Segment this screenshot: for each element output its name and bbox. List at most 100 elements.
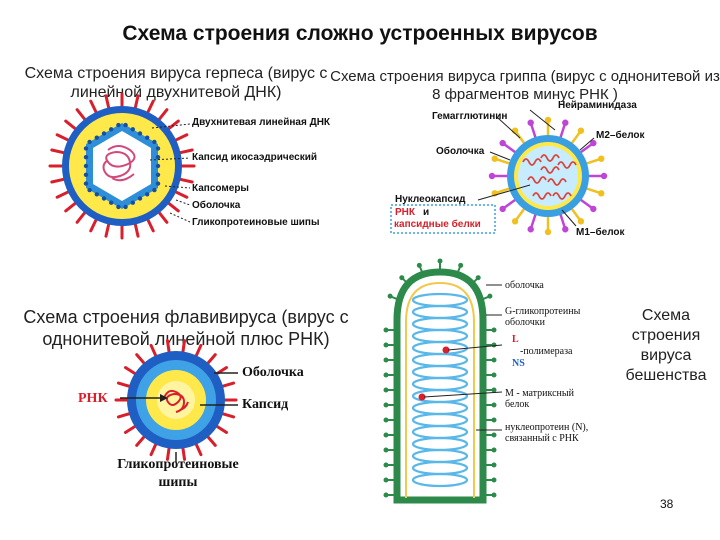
- influenza-neuraminidase-head: [527, 226, 534, 233]
- influenza-interior: [518, 146, 578, 206]
- herpes-dna: [102, 145, 136, 182]
- flavivirus-spike: [205, 353, 217, 366]
- herpes-spike: [156, 209, 169, 224]
- herpes-spike: [55, 133, 72, 143]
- rabies-g-spike-head: [491, 372, 497, 378]
- herpes-spike: [156, 108, 169, 123]
- herpes-capsomere: [123, 122, 128, 128]
- herpes-spike: [50, 177, 67, 184]
- herpes-capsomere: [101, 131, 107, 136]
- flavivirus-spike: [194, 343, 203, 358]
- herpes-capsomere: [101, 196, 107, 201]
- flavivirus-label-envelope: Оболочка: [242, 365, 304, 380]
- influenza-hemagglutinin-head: [598, 155, 605, 162]
- rabies-g-spike-head: [491, 387, 497, 393]
- herpes-capsomere: [83, 163, 89, 169]
- influenza-label-hemagglutinin: Гемагглютинин: [432, 111, 508, 122]
- herpes-capsomere: [130, 127, 135, 132]
- influenza-neuraminidase-head: [527, 119, 534, 126]
- herpes-capsomere: [155, 163, 161, 169]
- influenza-hemagglutinin-head: [598, 190, 605, 197]
- influenza-hemagglutinin-head: [577, 218, 585, 225]
- rabies-g-spike-head: [383, 372, 389, 378]
- rabies-g-spike-head: [387, 293, 393, 299]
- rabies-g-spike-head: [487, 293, 493, 299]
- rabies-g-spike-head: [383, 447, 389, 453]
- rabies-label-ns: NS: [512, 358, 525, 369]
- herpes-capsomere: [130, 200, 135, 205]
- influenza-neuraminidase-head: [499, 139, 506, 147]
- flavivirus-spikes: [114, 339, 238, 461]
- influenza-caption: Схема строения вируса гриппа (вирус с од…: [330, 68, 720, 103]
- herpes-spike: [133, 94, 140, 111]
- rabies-g-spike-head: [437, 258, 443, 264]
- herpes-capsomere: [116, 204, 121, 210]
- influenza-hemagglutinin-head: [577, 127, 585, 134]
- influenza-hemagglutinin-head: [491, 155, 498, 162]
- herpes-capsomere: [109, 127, 114, 132]
- rabies-label-polymerase: -полимераза: [520, 346, 573, 357]
- herpes-spike: [172, 133, 189, 143]
- rabies-g-spike-head: [491, 417, 497, 423]
- flavivirus-spike: [124, 424, 138, 434]
- rabies-g-spike-head: [491, 432, 497, 438]
- herpes-capsomere: [137, 131, 143, 136]
- herpes-spike: [177, 148, 194, 155]
- herpes-capsomere: [109, 200, 114, 205]
- rabies-g-spike-head: [383, 327, 389, 333]
- herpes-capsomere: [83, 146, 89, 151]
- herpes-capsomere: [94, 192, 100, 197]
- herpes-capsomere: [152, 139, 157, 145]
- herpes-capsomere: [155, 146, 161, 151]
- herpes-spike: [64, 119, 79, 132]
- rabies-g-spike-head: [491, 357, 497, 363]
- rabies-label-l: L: [512, 334, 519, 345]
- flavivirus-spike: [205, 434, 217, 447]
- herpes-spike: [104, 94, 111, 111]
- influenza-label-rna: РНК: [395, 207, 415, 218]
- influenza-label-envelope: Оболочка: [436, 146, 485, 157]
- herpes-spike: [75, 209, 88, 224]
- influenza-rna-segment: [522, 158, 542, 166]
- herpes-spike: [145, 99, 155, 116]
- flavivirus-spike: [135, 434, 147, 447]
- flavivirus-spike: [181, 339, 187, 354]
- rabies-polymerase-l: [442, 346, 450, 354]
- flavivirus-spike: [149, 442, 158, 457]
- flavivirus-spike: [220, 381, 236, 388]
- influenza-label-neuraminidase: Нейраминидаза: [558, 100, 637, 111]
- rabies-g-spike-head: [383, 387, 389, 393]
- herpes-spike: [104, 221, 111, 238]
- flavivirus-spike: [116, 381, 132, 388]
- herpes-spike: [165, 200, 180, 213]
- flavivirus-spike: [149, 343, 158, 358]
- influenza-rna-segment: [557, 161, 577, 169]
- herpes-spike: [50, 148, 67, 155]
- rabies-g-spike-head: [475, 275, 481, 281]
- influenza-neuraminidase-head: [600, 172, 608, 180]
- herpes-spike: [89, 99, 99, 116]
- flavivirus-spike: [214, 424, 228, 434]
- rabies-label-envelope: оболочка: [505, 280, 544, 291]
- herpes-spike: [55, 189, 72, 199]
- influenza-rna-segment: [552, 192, 572, 200]
- herpes-capsomere: [137, 196, 143, 201]
- influenza-neuraminidase-head: [499, 205, 506, 213]
- herpes-spike: [64, 200, 79, 213]
- influenza-label-nucleocapsid: Нуклеокапсид: [395, 194, 466, 205]
- herpes-spike: [89, 216, 99, 233]
- herpes-capsomere: [87, 139, 92, 145]
- herpes-capsomere: [123, 204, 128, 210]
- herpes-label-spikes: Гликопротеиновые шипы: [192, 217, 320, 228]
- rabies-g-spike-head: [491, 492, 497, 498]
- rabies-g-spike-head: [383, 462, 389, 468]
- herpes-capsomere: [155, 155, 161, 160]
- herpes-capsomere: [83, 172, 89, 177]
- herpes-spikes: [48, 92, 196, 240]
- rabies-caption: Схема строения вируса бешенства: [625, 307, 707, 384]
- herpes-label-dna: Двухнитевая линейная ДНК: [192, 117, 331, 128]
- rabies-g-spike-head: [491, 342, 497, 348]
- influenza-neuraminidase-head: [562, 226, 569, 233]
- rabies-g-spike-head: [383, 477, 389, 483]
